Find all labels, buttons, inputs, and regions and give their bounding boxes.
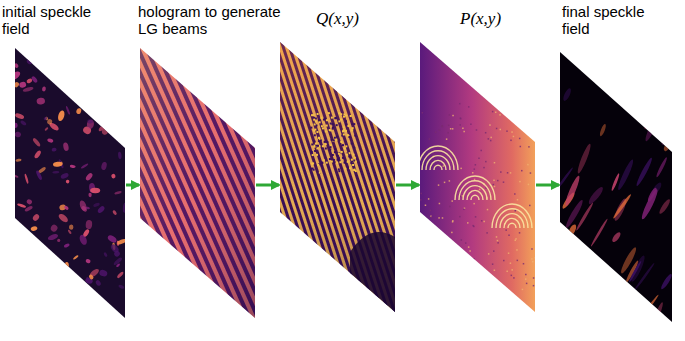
field-panel-node: final speckle field bbox=[560, 0, 672, 341]
panel-heading: hologram to generate LG beams bbox=[138, 3, 288, 37]
field-panel-node: Q(x,y) bbox=[280, 0, 395, 341]
field-panel bbox=[15, 48, 125, 318]
field-panel-node: P(x,y) bbox=[420, 0, 535, 341]
function-label: P(x,y) bbox=[460, 10, 540, 27]
flow-arrow bbox=[396, 184, 419, 187]
field-panel bbox=[140, 48, 255, 318]
field-panel-node: hologram to generate LG beams bbox=[140, 0, 255, 341]
field-panel bbox=[560, 52, 672, 322]
field-panel bbox=[280, 42, 395, 312]
field-panel-node: initial speckle field bbox=[15, 0, 125, 341]
flow-arrow bbox=[256, 184, 279, 187]
panel-heading: final speckle field bbox=[562, 3, 672, 37]
flow-arrow bbox=[536, 184, 559, 187]
field-panel bbox=[420, 42, 535, 312]
panel-heading: initial speckle field bbox=[2, 3, 102, 37]
function-label: Q(x,y) bbox=[316, 10, 396, 27]
flow-arrow bbox=[126, 184, 139, 187]
